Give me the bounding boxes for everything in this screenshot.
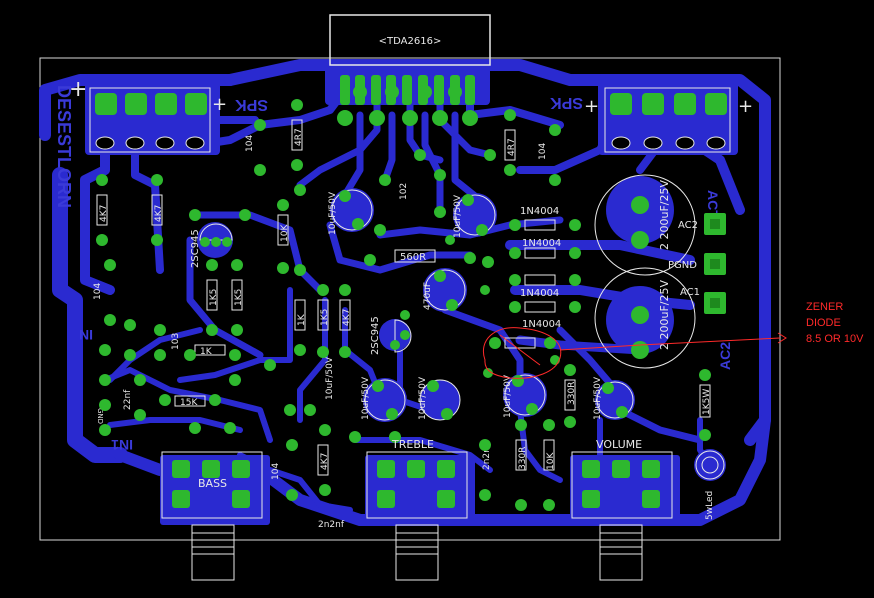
cap-2200-a: 2 200uF/25V [658,180,671,250]
res-1k5-1: 1K5 [209,289,219,306]
res-4r7-2: 4R7 [507,138,517,156]
pot-bass [161,451,263,581]
ac2-label: AC2 [678,220,698,231]
transistors [199,223,412,353]
cap-10u-5: 10uF/50V [503,374,513,418]
res-1k5-2: 1K5 [234,289,244,306]
cap-22nf: 22nf [123,389,133,410]
cap-10u-3: 10uF/50V [361,376,371,420]
trans-1-label: 2SC945 [190,229,201,268]
cap-10u-2: 10uF/50V [453,194,463,238]
led-label: 5wLed [705,491,715,520]
ac-terminals [704,213,726,314]
res-330r-1: 330R [518,447,528,470]
plus-sign-right: + [738,96,753,117]
cap-104-2: 104 [538,143,548,160]
res-1k5w: 1K5W [702,389,712,415]
zener-annotation-mark [483,327,787,379]
treble-label: TREBLE [391,438,434,451]
ac1-label: AC1 [680,287,700,298]
res-4k7-1: 4K7 [99,205,109,222]
res-330r-2: 330R [567,382,577,405]
res-1k-h: 1K [200,347,213,357]
spk-right-label: SPK [550,94,583,111]
cap-10u-6: 10uF/50V [593,376,603,420]
speaker-terminal-right [604,87,731,153]
board-title: DESESTLORN [54,85,74,208]
led-component [695,450,725,480]
cap-10u-4: 10uF/50V [418,376,428,420]
diode-1-label: 1N4004 [520,206,559,217]
res-10k-1: 10K [280,224,290,242]
annotation-line3: 8.5 OR 10V [806,333,864,345]
cap-10u-1: 10uF/50V [328,191,338,235]
spk-left-label: SPK [235,96,268,113]
act-label: ACT [705,190,721,219]
cap-2n2-1: 2n2nf [482,443,492,470]
res-15k: 15K [180,398,198,408]
cap-103: 103 [171,333,181,350]
annotation-line2: DIODE [806,317,841,329]
pgnd-label: PGND [668,260,697,271]
big-cap-pads [631,196,649,359]
res-4k7-2: 4K7 [154,205,164,222]
ic-label: <TDA2616> [379,36,442,47]
cap-104-3: 104 [93,283,103,300]
plus-sign-spk-right: + [584,96,599,117]
trans-2-label: 2SC945 [370,316,381,355]
cap-104-1: 104 [245,135,255,152]
big-capacitors [594,174,696,369]
volume-label: VOLUME [596,438,642,451]
diode-4-label: 1N4004 [522,319,561,330]
cap-102: 102 [399,183,409,200]
diode-group [489,219,581,349]
cap-2n2-2: 2n2nf [318,520,345,530]
pot-volume [571,451,673,581]
in-label: IN [79,327,93,343]
diode-3-label: 1N4004 [520,288,559,299]
component-pads [96,99,711,511]
cap-10u-7: 10uF/50V [325,356,335,400]
ac2-edge-label: AC2 [717,342,733,370]
pot-treble [366,451,468,581]
res-560-body [394,249,436,263]
res-4k7-3: 4K7 [342,309,352,326]
res-1k: 1K [297,313,307,326]
res-560-label: 560R [400,252,426,263]
plus-sign-spk-left: + [212,94,227,115]
ic-package: <TDA2616> [329,14,491,126]
res-4r7-1: 4R7 [294,128,304,146]
res-1k5-3: 1K5 [320,309,330,326]
annotation-line1: ZENER [806,301,843,313]
electrolytic-caps [331,189,634,421]
cap-470-label: 470uF [423,282,433,310]
cap-104-4: 104 [271,463,281,480]
plus-sign-left: + [69,77,87,102]
gnd-label: GND [96,408,104,424]
diode-2-label: 1N4004 [522,238,561,249]
small-resistors [96,119,711,476]
speaker-terminal-left [89,87,211,153]
bass-label: BASS [198,477,227,490]
res-10k-2: 10K [546,452,556,470]
res-4k7-4: 4K7 [320,453,330,470]
in1-label: IN1 [111,437,133,453]
cap-2200-b: 2 200uF/25V [658,280,671,350]
